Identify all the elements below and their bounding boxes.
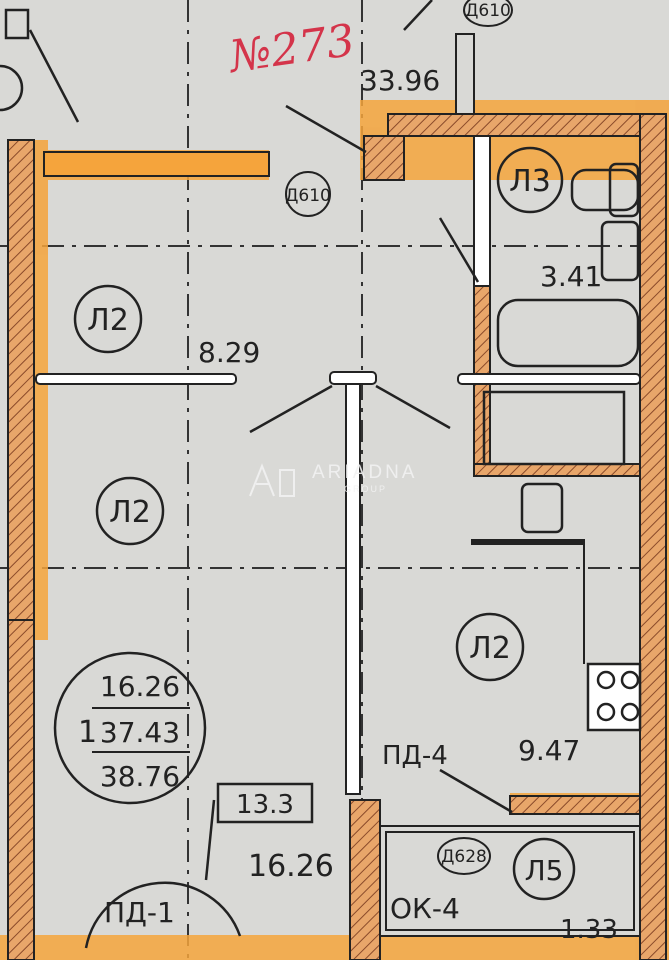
bath-bottom-wall bbox=[473, 463, 641, 477]
bathtub bbox=[496, 298, 640, 368]
left-wall-lower bbox=[7, 619, 35, 960]
kitchen-sink bbox=[520, 482, 564, 534]
living-code-circle bbox=[95, 476, 165, 546]
bath-code-circle bbox=[496, 146, 564, 214]
top-wall-mark: Д610 bbox=[465, 1, 511, 21]
corridor-area: 8.29 bbox=[198, 336, 260, 369]
stove bbox=[586, 662, 642, 732]
summary-circle bbox=[53, 651, 207, 805]
corridor-code-circle bbox=[73, 284, 143, 354]
kitchen-code-circle bbox=[455, 612, 525, 682]
total-with-balcony: 38.76 bbox=[100, 760, 180, 793]
room-tag: 13.3 bbox=[236, 790, 294, 820]
room-codes bbox=[53, 146, 576, 901]
top-right-wall bbox=[387, 113, 641, 137]
kitchen-step bbox=[471, 539, 585, 545]
balcony-top-wall bbox=[509, 795, 641, 815]
washbasin bbox=[600, 220, 640, 282]
balcony-code-circle bbox=[512, 837, 576, 901]
wall-mark-circles bbox=[285, 0, 513, 875]
corridor-code: Л2 bbox=[87, 303, 129, 338]
corner-marks bbox=[0, 8, 30, 112]
watermark: ARIADNA GROUP bbox=[249, 462, 417, 497]
right-wall bbox=[639, 113, 667, 960]
bath-partition bbox=[457, 373, 641, 385]
entry-wall-mark: Д610 bbox=[285, 186, 331, 206]
bathroom-fixtures bbox=[482, 162, 640, 534]
balcony-area: 1.33 bbox=[560, 915, 618, 945]
balcony-wall-mark: Д628 bbox=[441, 847, 487, 867]
watermark-logo-icon bbox=[249, 463, 275, 497]
watermark-brand: ARIADNA bbox=[312, 462, 417, 483]
shower-area bbox=[482, 390, 626, 466]
bath-area: 3.41 bbox=[540, 260, 602, 293]
balcony-inner-frame bbox=[385, 831, 635, 931]
shaft bbox=[455, 33, 475, 115]
watermark-sub: GROUP bbox=[344, 484, 387, 494]
window-balcony-label: ОК-4 bbox=[390, 892, 460, 925]
kitchen-area: 9.47 bbox=[518, 734, 580, 767]
balcony-code: Л5 bbox=[525, 854, 564, 887]
entry-wall bbox=[363, 135, 405, 181]
corridor-partition bbox=[35, 373, 237, 385]
door-room-label: ПД-1 bbox=[104, 896, 175, 929]
central-partition bbox=[345, 383, 361, 795]
top-partition bbox=[43, 151, 270, 177]
rooms-count: 1 bbox=[78, 715, 97, 750]
door-lines bbox=[28, 0, 513, 949]
balcony-frame bbox=[379, 825, 641, 937]
walls bbox=[7, 33, 667, 960]
total-dimension: 33.96 bbox=[360, 64, 440, 97]
room-tag-box bbox=[216, 782, 314, 824]
kitchen-code: Л2 bbox=[469, 631, 511, 666]
balcony-left-wall bbox=[349, 799, 381, 960]
bath-code: Л3 bbox=[509, 164, 551, 199]
total-area: 37.43 bbox=[100, 716, 180, 749]
room-area: 16.26 bbox=[248, 849, 334, 884]
living-code: Л2 bbox=[109, 495, 151, 530]
partitions bbox=[35, 371, 641, 795]
living-area: 16.26 bbox=[100, 670, 180, 703]
central-cap bbox=[329, 371, 377, 385]
door-kitchen-label: ПД-4 bbox=[382, 741, 448, 771]
left-wall bbox=[7, 139, 35, 621]
